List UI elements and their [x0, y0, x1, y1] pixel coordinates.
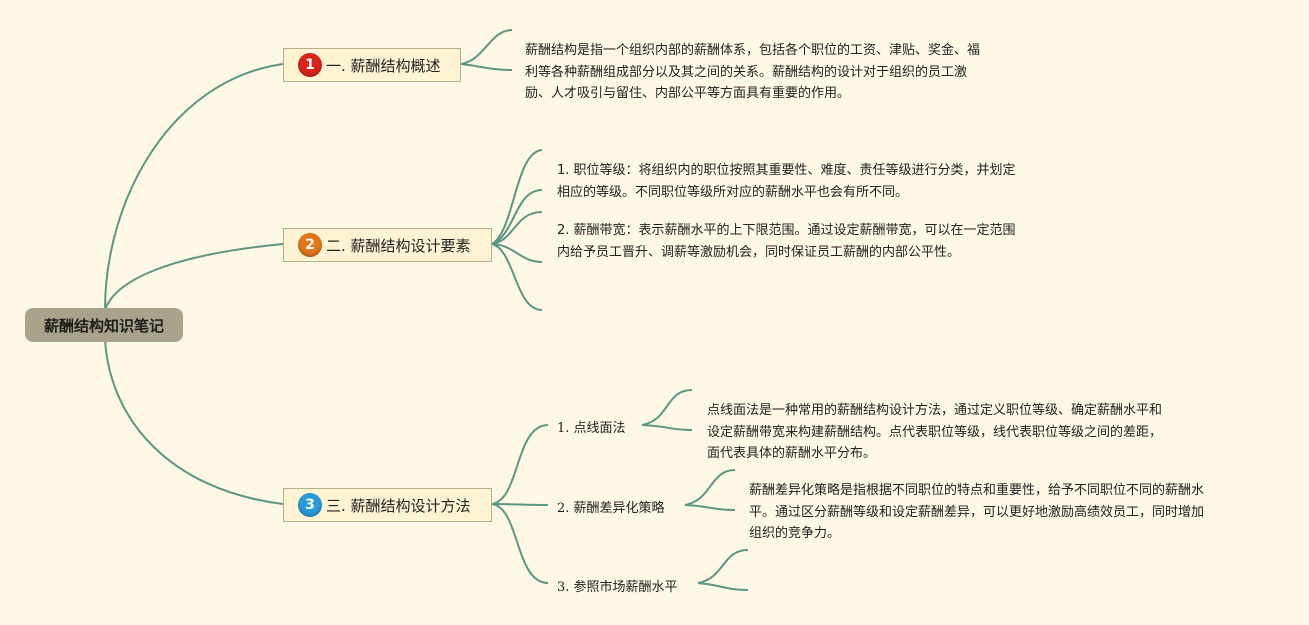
note-line: 薪酬结构是指一个组织内部的薪酬体系，包括各个职位的工资、津贴、奖金、福	[525, 43, 981, 58]
overview-note: 薪酬结构是指一个组织内部的薪酬体系，包括各个职位的工资、津贴、奖金、福 利等各种…	[525, 40, 980, 105]
connector-b2-4	[491, 243, 543, 263]
connector-b3-s3	[491, 503, 549, 584]
branch-design-elements[interactable]: 2 二. 薪酬结构设计要素	[283, 228, 492, 262]
note-line: 薪酬差异化策略是指根据不同职位的特点和重要性，给予不同职位不同的薪酬水	[749, 483, 1205, 498]
element-job-grade: 1. 职位等级：将组织内的职位按照其重要性、难度、责任等级进行分类，并划定 相应…	[557, 160, 1016, 203]
note-line: 相应的等级。不同职位等级所对应的薪酬水平也会有所不同。	[557, 184, 909, 200]
note-line: 面代表具体的薪酬水平分布。	[707, 446, 877, 461]
connector-s3-2	[697, 582, 749, 591]
connector-root-b1	[104, 63, 284, 311]
connector-b2-3	[491, 211, 543, 245]
connector-b1-note	[460, 29, 513, 65]
connector-s2-note	[684, 469, 736, 506]
number-3-icon: 3	[298, 493, 322, 517]
branch-label: 二. 薪酬结构设计要素	[326, 236, 471, 255]
note-line: 组织的竞争力。	[749, 526, 841, 541]
sub-market-reference[interactable]: 3. 参照市场薪酬水平	[557, 580, 678, 595]
connector-s2-note2	[684, 504, 736, 511]
note-line: 平。通过区分薪酬等级和设定薪酬差异，可以更好地激励高绩效员工，同时增加	[749, 504, 1205, 520]
note-line: 1. 职位等级：将组织内的职位按照其重要性、难度、责任等级进行分类，并划定	[557, 163, 1016, 178]
connector-b2-5	[491, 243, 543, 311]
element-pay-band: 2. 薪酬带宽：表示薪酬水平的上下限范围。通过设定薪酬带宽，可以在一定范围 内给…	[557, 220, 1016, 263]
number-1-icon: 1	[298, 53, 322, 77]
note-line: 内给予员工晋升、调薪等激励机会，同时保证员工薪酬的内部公平性。	[557, 244, 961, 260]
note-line: 2. 薪酬带宽：表示薪酬水平的上下限范围。通过设定薪酬带宽，可以在一定范围	[557, 223, 1016, 238]
note-line: 利等各种薪酬组成部分以及其之间的关系。薪酬结构的设计对于组织的员工激	[525, 64, 968, 80]
root-topic[interactable]: 薪酬结构知识笔记	[25, 308, 183, 342]
note-line: 励、人才吸引与留住、内部公平等方面具有重要的作用。	[525, 86, 851, 101]
connector-root-b3	[104, 339, 284, 505]
connector-root-b2	[104, 243, 284, 311]
branch-design-methods[interactable]: 3 三. 薪酬结构设计方法	[283, 488, 492, 522]
sub-differentiation[interactable]: 2. 薪酬差异化策略	[557, 501, 665, 516]
connector-s3-1	[697, 549, 749, 584]
connector-s1-note2	[641, 424, 693, 431]
connector-s1-note	[641, 389, 693, 426]
differentiation-note: 薪酬差异化策略是指根据不同职位的特点和重要性，给予不同职位不同的薪酬水 平。通过…	[749, 480, 1204, 545]
connector-b3-s2	[491, 503, 549, 506]
branch-label: 一. 薪酬结构概述	[326, 56, 441, 75]
branch-label: 三. 薪酬结构设计方法	[326, 496, 471, 515]
point-line-surface-note: 点线面法是一种常用的薪酬结构设计方法，通过定义职位等级、确定薪酬水平和 设定薪酬…	[707, 400, 1162, 465]
number-2-icon: 2	[298, 233, 322, 257]
branch-overview[interactable]: 1 一. 薪酬结构概述	[283, 48, 461, 82]
note-line: 设定薪酬带宽来构建薪酬结构。点代表职位等级，线代表职位等级之间的差距，	[707, 424, 1163, 440]
connector-b2-2	[491, 189, 543, 245]
connector-b3-s1	[491, 424, 549, 505]
connector-b1-note2	[460, 63, 513, 71]
sub-point-line-surface[interactable]: 1. 点线面法	[557, 421, 626, 436]
connector-b2-1	[491, 149, 543, 245]
note-line: 点线面法是一种常用的薪酬结构设计方法，通过定义职位等级、确定薪酬水平和	[707, 403, 1163, 418]
